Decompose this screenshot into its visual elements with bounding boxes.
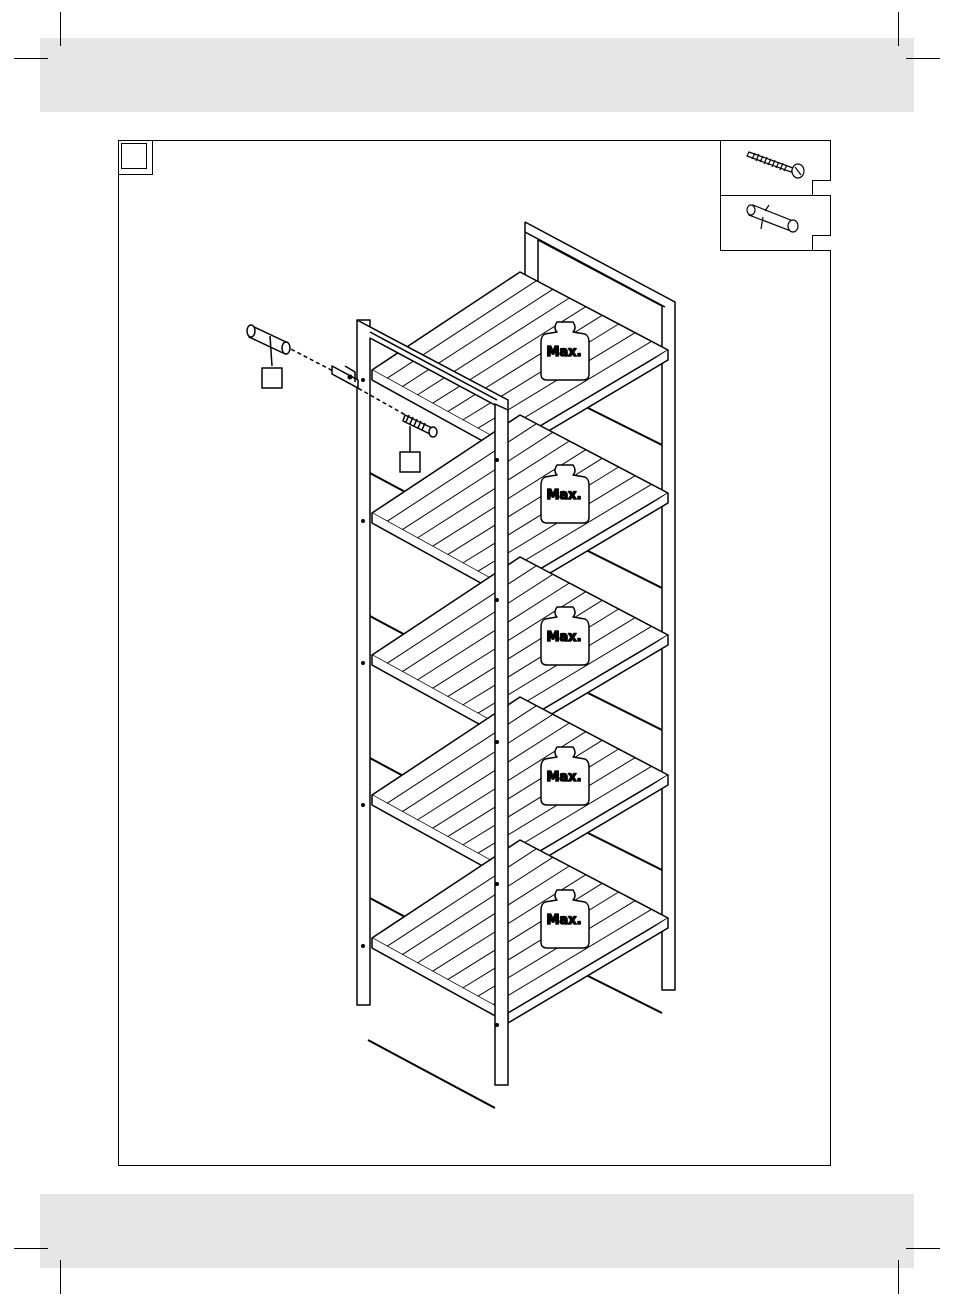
screw-hole	[495, 458, 499, 462]
screw-icon	[403, 415, 437, 452]
back-rail	[588, 833, 662, 870]
screw-hole	[495, 598, 499, 602]
screw-hole	[495, 740, 499, 744]
screw-hole	[495, 882, 499, 886]
max-weight-label: Max.	[546, 770, 581, 785]
screw-hole	[361, 803, 365, 807]
screw-hole	[361, 519, 365, 523]
screw-hole	[495, 1023, 499, 1027]
max-weight-label: Max.	[546, 630, 581, 645]
callout-label-wall-plug	[262, 368, 282, 388]
screw-hole	[361, 378, 365, 382]
max-weight-label: Max.	[546, 488, 581, 503]
back-rail	[588, 408, 662, 445]
side-rail	[368, 1040, 495, 1108]
screw-hole	[361, 661, 365, 665]
max-weight-label: Max.	[546, 345, 581, 360]
wall-plug-icon	[247, 325, 290, 366]
max-weight-label: Max.	[546, 913, 581, 928]
back-rail	[588, 976, 662, 1013]
back-rail	[588, 551, 662, 588]
back-rail	[588, 693, 662, 730]
callout-label-screw	[400, 452, 420, 472]
shelves: Max. Max. Max. Max. Max.	[368, 272, 668, 1108]
screw-hole	[361, 944, 365, 948]
shelf: Max.	[368, 840, 668, 1108]
